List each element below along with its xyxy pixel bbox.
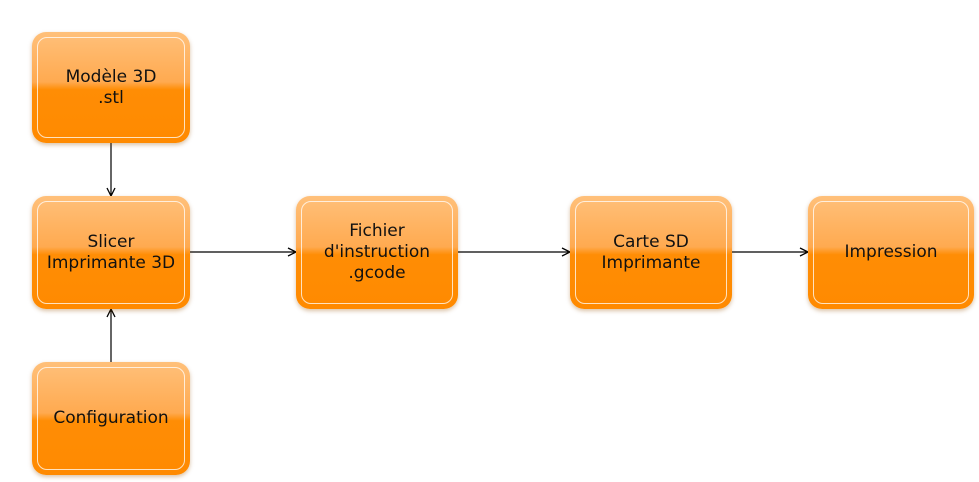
node-label-line: Fichier <box>349 221 405 241</box>
node-configuration-label: Configuration <box>53 408 168 429</box>
node-label-line: Carte SD <box>613 231 689 252</box>
node-label-line: Impression <box>844 242 938 262</box>
node-model-3d: Modèle 3D .stl <box>32 32 190 143</box>
node-label-line: Imprimante <box>601 252 701 273</box>
node-gcode-file-label: Fichier d'instruction .gcode <box>324 221 430 284</box>
node-label-line: .stl <box>98 87 124 108</box>
node-model-3d-label: Modèle 3D .stl <box>66 67 157 109</box>
node-configuration: Configuration <box>32 362 190 475</box>
node-label-line: .gcode <box>348 263 406 283</box>
node-sd-card: Carte SD Imprimante <box>570 196 732 309</box>
node-gcode-file: Fichier d'instruction .gcode <box>296 196 458 309</box>
node-sd-card-label: Carte SD Imprimante <box>602 232 701 274</box>
node-label-line: Configuration <box>53 408 169 428</box>
node-label-line: d'instruction <box>323 242 431 262</box>
node-label-line: Modèle 3D <box>65 66 157 87</box>
node-label-line: Imprimante 3D <box>46 252 176 273</box>
node-slicer-label: Slicer Imprimante 3D <box>47 232 175 274</box>
node-label-line: Slicer <box>87 231 135 252</box>
node-impression: Impression <box>808 196 974 309</box>
node-impression-label: Impression <box>844 242 937 263</box>
node-slicer: Slicer Imprimante 3D <box>32 196 190 309</box>
